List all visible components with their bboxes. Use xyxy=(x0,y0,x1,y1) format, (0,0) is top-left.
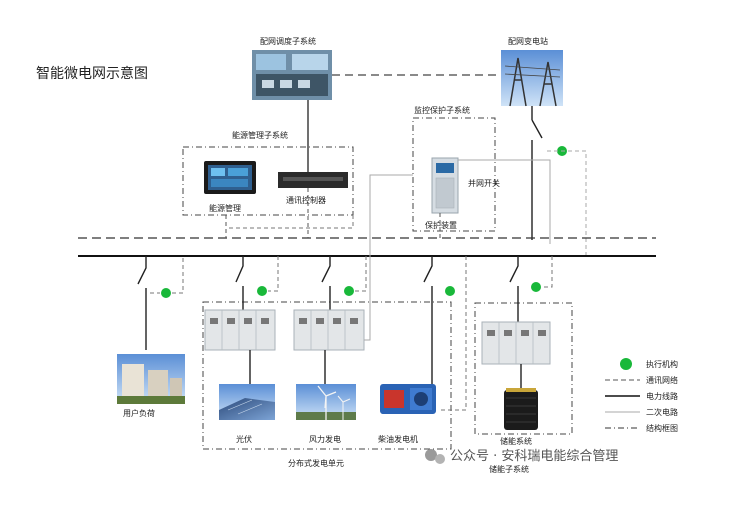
dg-frame xyxy=(202,301,452,450)
legend-comm: 通讯网络 xyxy=(646,375,678,385)
legend-actuator: 执行机构 xyxy=(646,359,678,369)
substation-image xyxy=(501,50,563,107)
ems-monitor-image xyxy=(204,161,256,194)
storage-frame xyxy=(474,302,573,435)
grid-switch-secondary xyxy=(547,150,587,255)
diagram-title: 智能微电网示意图 xyxy=(36,65,148,82)
storage-sub-label: 储能子系统 xyxy=(489,464,529,474)
diesel-label: 柴油发电机 xyxy=(378,434,418,444)
ems-frame xyxy=(182,146,354,216)
diesel-feeder xyxy=(423,256,433,384)
diesel-comm xyxy=(440,256,467,411)
pv-feeder xyxy=(235,256,244,310)
storage-feeder xyxy=(509,256,519,322)
wind-label: 风力发电 xyxy=(309,434,341,444)
monitor-frame xyxy=(412,117,496,232)
comm-controller-image xyxy=(278,172,348,188)
storage-actuator xyxy=(531,282,541,292)
wind-comm xyxy=(355,256,367,292)
diesel-actuator xyxy=(445,286,455,296)
dispatch-label: 配网调度子系统 xyxy=(260,36,316,46)
wechat-icon xyxy=(425,449,437,461)
user-load-image xyxy=(117,354,185,404)
ems-internal-link xyxy=(226,215,354,229)
wechat-icon-secondary xyxy=(435,454,445,464)
user-load-actuator xyxy=(161,288,171,298)
ems-label: 能源管理 xyxy=(209,203,241,213)
user-load-label: 用户负荷 xyxy=(123,408,155,418)
comm-controller-label: 通讯控制器 xyxy=(286,195,326,205)
substation-label: 配网变电站 xyxy=(508,36,548,46)
watermark: 公众号 · 安科瑞电能综合管理 xyxy=(425,449,618,464)
ems-bus-links xyxy=(225,188,441,238)
wind-switchgear-image xyxy=(293,309,365,351)
battery-image xyxy=(504,388,538,430)
legend-frame: 结构框图 xyxy=(646,423,678,433)
protection-label: 保护装置 xyxy=(425,220,457,230)
wind-turbine-image xyxy=(296,384,356,420)
protection-secondary xyxy=(458,159,551,244)
pv-switchgear-image xyxy=(204,309,276,351)
wind-actuator xyxy=(344,286,354,296)
legend-actuator-icon xyxy=(620,358,632,370)
storage-switchgear-image xyxy=(481,321,551,365)
watermark-text: 公众号 · 安科瑞电能综合管理 xyxy=(450,449,618,464)
monitor-dg-secondary xyxy=(364,174,413,341)
legend-power: 电力线路 xyxy=(646,391,678,401)
pv-actuator xyxy=(257,286,267,296)
storage-comm xyxy=(542,256,553,288)
wind-feeder xyxy=(321,256,331,310)
protection-cabinet-image xyxy=(431,157,459,214)
dg-unit-label: 分布式发电单元 xyxy=(288,458,344,468)
diesel-generator-image xyxy=(380,384,436,414)
dispatch-center-image xyxy=(252,50,332,100)
substation-feeder xyxy=(531,106,543,240)
storage-label: 储能系统 xyxy=(500,436,532,446)
grid-switch-label: 并网开关 xyxy=(468,178,500,188)
legend-secondary: 二次电路 xyxy=(646,407,678,417)
legend: 执行机构 通讯网络 电力线路 二次电路 结构框图 xyxy=(605,358,678,433)
monitor-label: 监控保护子系统 xyxy=(414,105,470,115)
pv-panel-image xyxy=(219,384,275,420)
user-load-feeder xyxy=(137,256,147,350)
user-load-comm xyxy=(150,256,184,294)
pv-comm xyxy=(268,256,279,292)
ems-group-label: 能源管理子系统 xyxy=(232,130,288,140)
pv-label: 光伏 xyxy=(236,434,252,444)
